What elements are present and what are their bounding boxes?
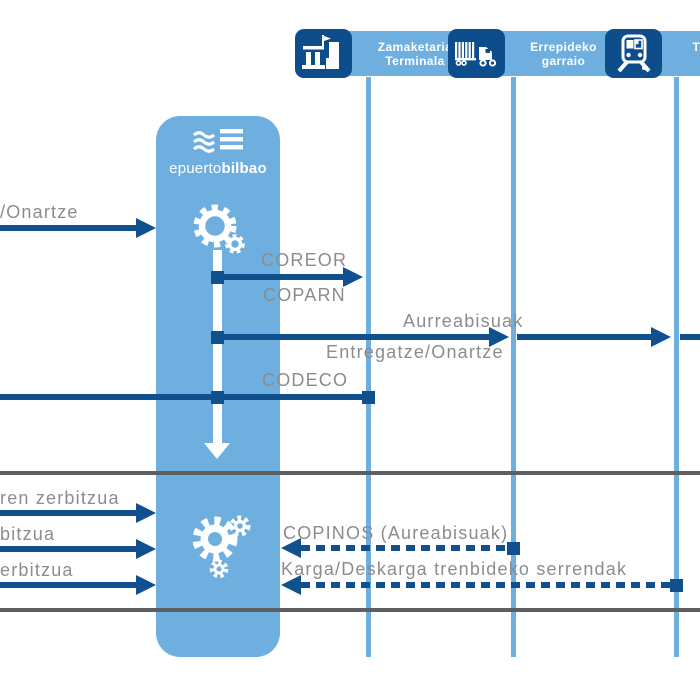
activation-arrow-down-icon (204, 443, 230, 459)
msg-onartze-in-label: /Onartze (0, 202, 79, 222)
msg-aurreabisuak-arrowhead-icon (489, 327, 509, 347)
msg-copinos-endpoint (507, 542, 520, 555)
msg-copinos-arrowhead-icon (281, 538, 301, 558)
actor-rail-label2: garraio (692, 54, 700, 68)
msg-aurreabisuak-arrowhead2-icon (651, 327, 671, 347)
lifeline-rail (674, 77, 679, 657)
msg-codeco-label: CODECO (262, 370, 349, 390)
lifeline-road (511, 77, 516, 657)
msg-service2-label: bitzua (0, 524, 56, 544)
msg-coparn-label: COPARN (263, 285, 346, 305)
terminal-building-icon (295, 29, 352, 78)
train-icon (605, 29, 662, 78)
msg-service1-arrowhead-icon (136, 503, 156, 523)
msg-coreor-arrowhead-icon (343, 267, 363, 287)
lifeline-terminal (366, 77, 371, 657)
msg-karga-line (301, 582, 670, 588)
msg-codeco-line (0, 394, 368, 400)
actor-terminal-label2: Terminala (385, 53, 445, 68)
section-divider-top (0, 471, 700, 475)
msg-service2-line (0, 546, 138, 552)
section-divider-bottom (0, 608, 700, 612)
msg-karga-endpoint (670, 579, 683, 592)
msg-coreor-label: COREOR (261, 250, 348, 270)
msg-service3-label: erbitzua (0, 560, 74, 580)
msg-copinos-label: COPINOS (Aureabisuak) (283, 523, 509, 543)
msg-service3-line (0, 582, 138, 588)
actor-rail-label: Trenbideko (692, 39, 700, 54)
msg-karga-label: Karga/Deskarga trenbideko serrendak (281, 559, 628, 579)
msg-onartze-in-line (0, 225, 138, 231)
msg-service1-label: ren zerbitzua (0, 488, 120, 508)
msg-copinos-line (301, 545, 507, 551)
msg-karga-arrowhead-icon (281, 575, 301, 595)
msg-aurreabisuak-line-3 (680, 334, 700, 340)
truck-icon (448, 29, 505, 78)
hub-logo: epuertobilbao (156, 128, 280, 177)
msg-coreor-endpoint (211, 271, 224, 284)
gears-outline-icon (186, 200, 250, 265)
actor-road-label2: garraio (541, 53, 586, 68)
msg-service3-arrowhead-icon (136, 575, 156, 595)
msg-service1-line (0, 510, 138, 516)
msg-aurreabisuak-label: Aurreabisuak (403, 311, 524, 331)
msg-aurreabisuak-line-2 (517, 334, 651, 340)
msg-codeco-endpoint-hub (211, 391, 224, 404)
activation-bar (213, 250, 222, 443)
msg-onartze-in-arrowhead-icon (136, 218, 156, 238)
msg-aurreabisuak-endpoint (211, 331, 224, 344)
hub-wordmark: epuertobilbao (169, 160, 267, 177)
gears-solid-icon (183, 508, 253, 585)
actor-road-label: Errepideko (530, 39, 597, 54)
msg-codeco-endpoint-terminal (362, 391, 375, 404)
msg-aurreabisuak-line-1 (217, 334, 489, 340)
actor-terminal-label: Zamaketaria (377, 39, 453, 54)
waves-bars-logo-icon (192, 129, 243, 153)
msg-service2-arrowhead-icon (136, 539, 156, 559)
msg-entregatze-label: Entregatze/Onartze (326, 342, 504, 362)
msg-coreor-line (217, 274, 345, 280)
